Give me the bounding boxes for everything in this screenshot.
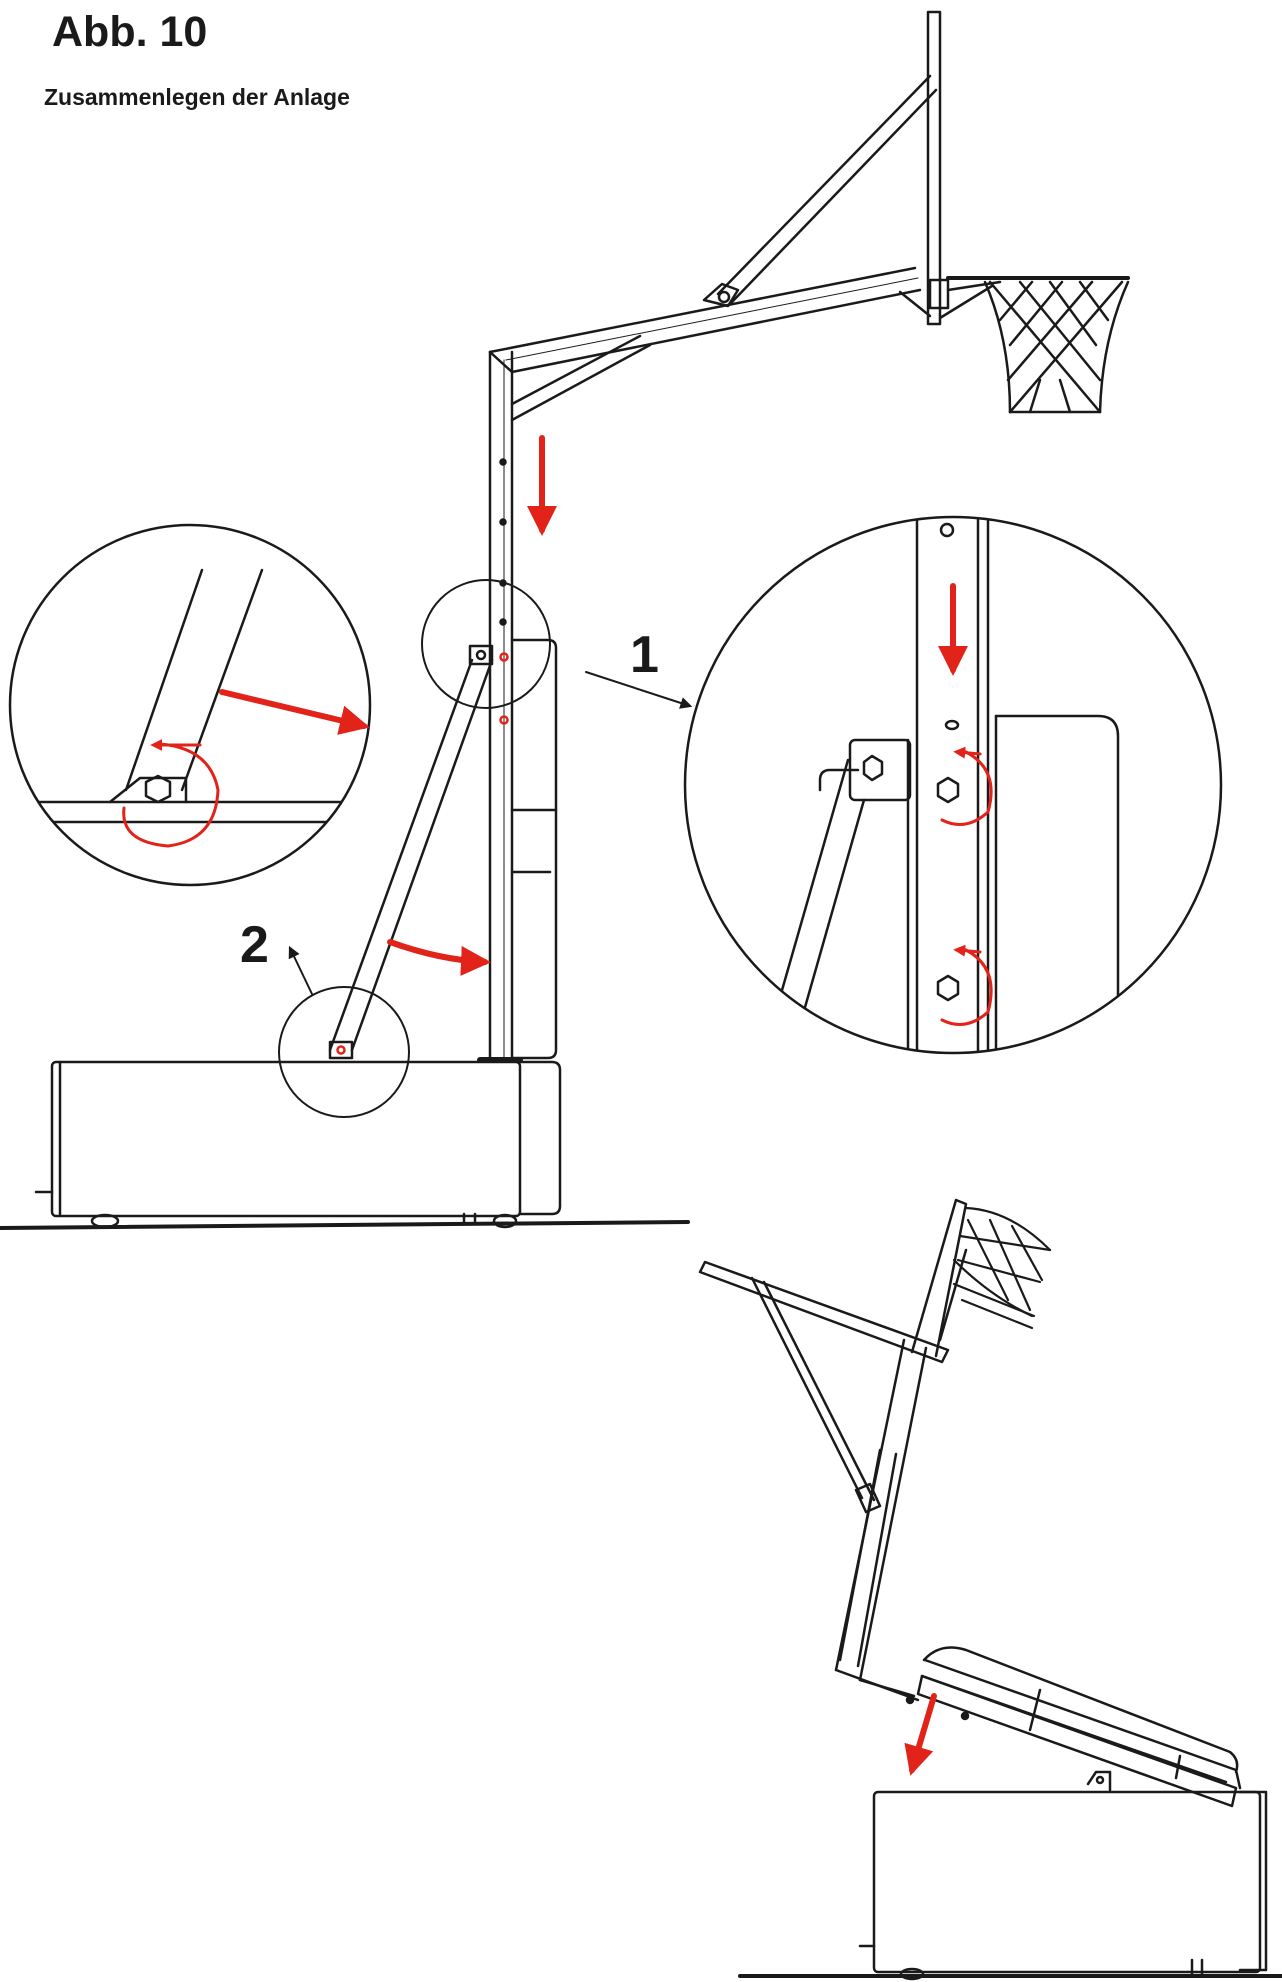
support-arm xyxy=(488,266,932,422)
leader-arrow-1 xyxy=(585,671,693,709)
basketball-net-icon xyxy=(952,1206,1052,1330)
base-box xyxy=(34,1060,562,1229)
callout-label-2: 2 xyxy=(240,916,269,974)
ground-line xyxy=(0,1220,690,1230)
diagonal-strut xyxy=(702,74,938,308)
direction-arrow-icon xyxy=(904,1693,937,1776)
main-post xyxy=(477,350,523,1063)
detail-ring-2 xyxy=(278,986,410,1118)
bolt-icon xyxy=(862,754,884,782)
leader-arrow-2 xyxy=(288,945,313,995)
upright-basketball-system xyxy=(0,10,1130,1230)
bolt-icon xyxy=(936,974,960,1002)
direction-arrow-icon xyxy=(387,939,491,976)
figure-title: Abb. 10 xyxy=(52,8,208,56)
bolt-marker-upper xyxy=(499,652,509,662)
direction-arrow-icon xyxy=(219,689,370,735)
backboard-side xyxy=(926,10,950,326)
detail-view-1 xyxy=(683,515,1223,1055)
rotation-arrow-icon xyxy=(953,944,982,957)
detail-view-2 xyxy=(8,523,372,887)
detail-ring-1 xyxy=(421,579,551,709)
rear-brace xyxy=(328,644,494,1060)
rotation-arrow-icon xyxy=(953,746,982,759)
figure-subtitle: Zusammenlegen der Anlage xyxy=(44,84,350,110)
rotation-arrow-icon xyxy=(940,948,993,1026)
basketball-net-icon xyxy=(983,280,1130,414)
rotation-arrow-icon xyxy=(940,750,993,826)
callout-label-1: 1 xyxy=(630,626,659,684)
folded-basketball-system xyxy=(698,1198,1282,1981)
bolt-icon xyxy=(936,776,960,804)
folded-backboard-pads xyxy=(510,638,558,1060)
bolt-icon xyxy=(144,774,172,804)
bolt-marker-lower xyxy=(499,715,509,725)
rotation-arrow-icon xyxy=(122,742,220,848)
